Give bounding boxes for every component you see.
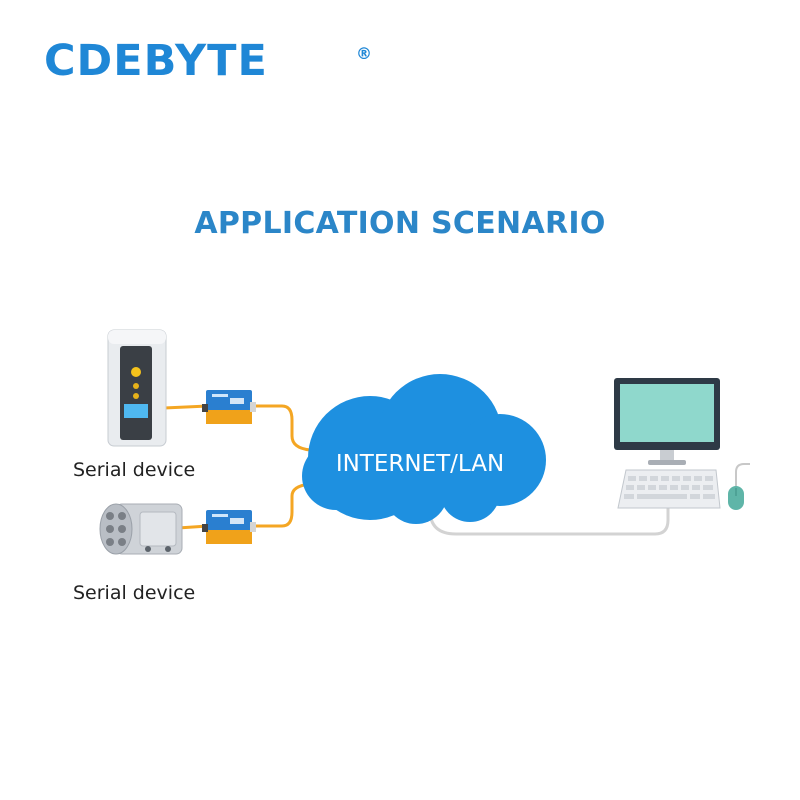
registered-mark: ® <box>356 44 372 63</box>
internet-cloud-icon <box>302 374 546 524</box>
serial-server-module-bottom <box>202 510 256 544</box>
mouse-icon <box>728 486 744 510</box>
cable-group <box>163 404 750 536</box>
brand-logo: CDEBYTE <box>44 36 268 86</box>
serial-server-module-top <box>202 390 256 424</box>
serial-device-tower-icon <box>107 329 167 447</box>
monitor-icon <box>614 378 720 465</box>
keyboard-icon <box>617 469 721 509</box>
device-label-bottom: Serial device <box>73 582 196 604</box>
ethernet-cable-top <box>250 404 311 452</box>
device-label-top: Serial device <box>73 459 196 481</box>
serial-cable-top <box>163 404 209 410</box>
mouse-cable <box>735 463 750 490</box>
ethernet-cable-bottom <box>250 482 311 528</box>
serial-device-cylinder-icon <box>99 503 183 555</box>
lan-cable <box>428 508 670 536</box>
page-title: APPLICATION SCENARIO <box>194 206 606 241</box>
network-label: INTERNET/LAN <box>336 451 504 477</box>
